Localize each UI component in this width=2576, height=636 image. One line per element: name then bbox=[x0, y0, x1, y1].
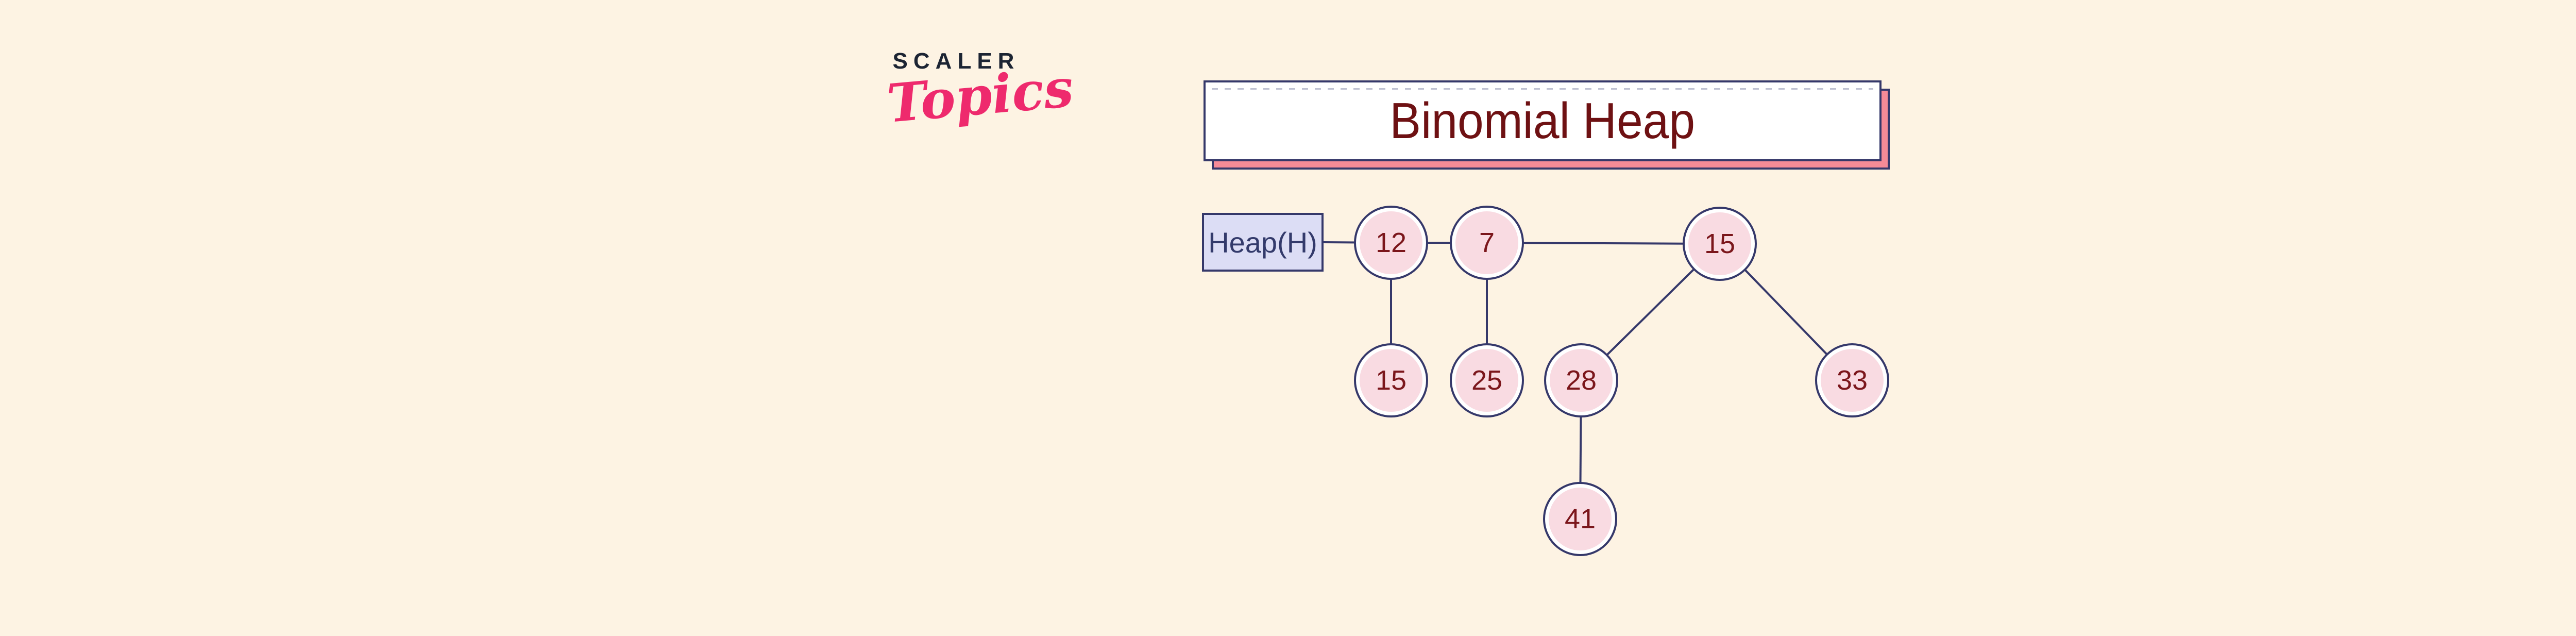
heap-pointer-text: Heap(H) bbox=[1208, 226, 1317, 259]
title-box: Binomial Heap bbox=[1204, 80, 1882, 161]
logo-brand-text: SCALER bbox=[892, 48, 1020, 74]
heap-node-25: 25 bbox=[1450, 343, 1524, 417]
heap-node-33: 33 bbox=[1815, 343, 1889, 417]
heap-node-12-root: 12 bbox=[1354, 206, 1428, 280]
heap-node-15-root: 15 bbox=[1683, 207, 1757, 281]
heap-pointer-label: Heap(H) bbox=[1202, 213, 1324, 272]
node-value: 15 bbox=[1704, 228, 1736, 259]
node-value: 7 bbox=[1479, 227, 1495, 258]
node-value: 15 bbox=[1375, 365, 1407, 396]
node-value: 25 bbox=[1471, 365, 1503, 396]
edge-7-15 bbox=[1486, 242, 1720, 245]
node-value: 41 bbox=[1564, 504, 1596, 534]
heap-node-15-child: 15 bbox=[1354, 343, 1428, 417]
node-value: 12 bbox=[1375, 227, 1407, 258]
scaler-topics-logo: SCALER Topics bbox=[885, 48, 1076, 135]
node-value: 33 bbox=[1836, 365, 1868, 396]
heap-node-28: 28 bbox=[1544, 343, 1618, 417]
heap-node-7-root: 7 bbox=[1450, 206, 1524, 280]
page-title: Binomial Heap bbox=[1389, 92, 1696, 149]
heap-node-41: 41 bbox=[1543, 482, 1617, 556]
node-value: 28 bbox=[1565, 365, 1597, 396]
